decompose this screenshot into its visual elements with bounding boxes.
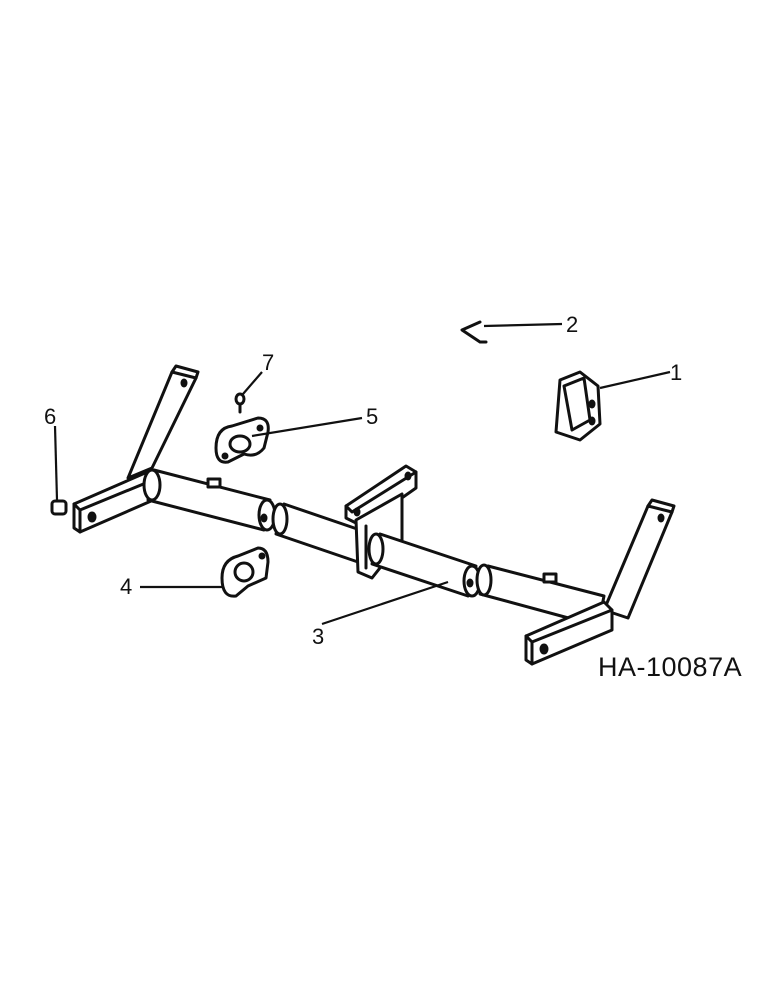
- lower-clamp-saddle: [233, 561, 255, 583]
- tube-center-end-near: [367, 532, 385, 566]
- callout-1: 1: [670, 360, 682, 385]
- left-bracket-upright-hole: [180, 378, 188, 388]
- nut-body: [50, 499, 68, 516]
- callout-3: 3: [312, 624, 324, 649]
- right-bracket-upright: [602, 504, 674, 620]
- tube-center-bore: [466, 578, 474, 588]
- part-5-upper-clamp: [214, 416, 270, 464]
- center-bracket-top-plate: [344, 464, 418, 528]
- left-end-bracket: [72, 364, 200, 534]
- callout-5: 5: [366, 404, 378, 429]
- leader-1: [599, 370, 671, 390]
- tube-center-body: [370, 532, 478, 598]
- drawing-code: HA-10087A: [598, 652, 742, 682]
- callout-7: 7: [262, 350, 274, 375]
- upper-clamp-body: [214, 416, 270, 464]
- center-bracket-hole-right: [404, 471, 412, 481]
- lower-clamp-body: [220, 546, 270, 598]
- tube-left-bore: [260, 513, 268, 523]
- right-end-bracket: [524, 498, 676, 666]
- right-bracket-upright-top: [646, 498, 676, 514]
- center-bracket-hole-left: [353, 507, 361, 517]
- part-1-clip: [554, 370, 602, 442]
- part-6-nut: [50, 499, 68, 516]
- right-bracket-upright-hole: [657, 513, 665, 523]
- part-7-bolt: [234, 392, 246, 414]
- left-bracket-upright-top: [170, 364, 200, 380]
- tube-section-left: [142, 468, 277, 532]
- callout-4: 4: [120, 574, 132, 599]
- callout-2: 2: [566, 312, 578, 337]
- upper-clamp-saddle: [228, 434, 252, 454]
- leader-6: [53, 425, 59, 501]
- tube-right-end: [475, 563, 493, 597]
- pin-shape: [460, 320, 488, 344]
- leader-5: [251, 416, 363, 438]
- upper-clamp-hole-left: [221, 452, 229, 460]
- tube-left-lug: [206, 477, 222, 489]
- lower-clamp-hole: [258, 552, 266, 560]
- tube-mid-end: [271, 502, 289, 536]
- right-bracket-base-hole: [539, 643, 549, 655]
- tube-right-lug: [542, 572, 558, 584]
- leader-3: [321, 580, 449, 626]
- clip-hole-upper: [588, 399, 596, 409]
- clip-hole-lower: [588, 416, 596, 426]
- part-4-lower-clamp: [220, 546, 270, 598]
- upper-clamp-hole-right: [256, 424, 264, 432]
- center-bracket-top-edge: [344, 470, 418, 514]
- tube-section-center: [367, 532, 482, 598]
- leader-2: [483, 322, 563, 328]
- callout-6: 6: [44, 404, 56, 429]
- leader-7: [242, 371, 263, 395]
- left-bracket-base-hole: [87, 511, 97, 523]
- left-bracket-upright: [126, 370, 198, 480]
- part-2-pin: [460, 320, 488, 344]
- tube-left-end-near: [142, 468, 162, 502]
